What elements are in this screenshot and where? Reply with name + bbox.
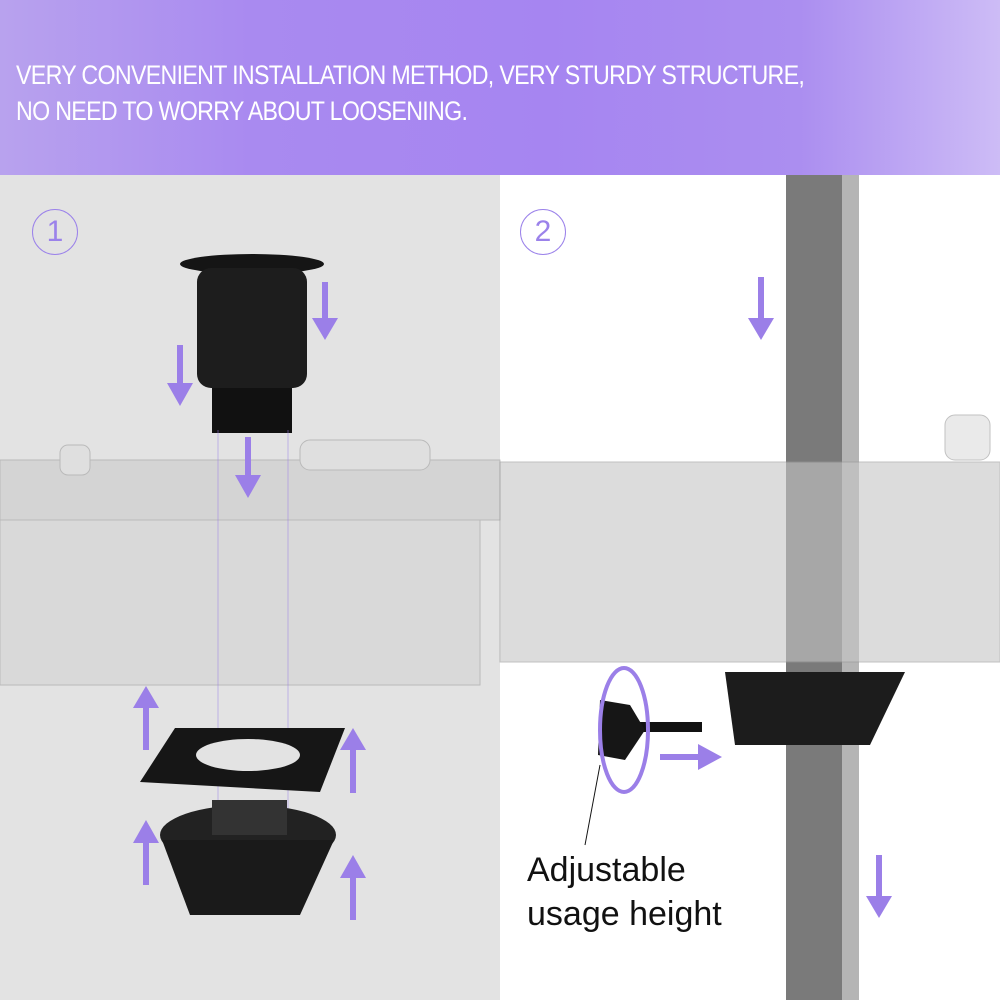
arrow-down-icon (167, 345, 193, 406)
arrow-icons (133, 277, 892, 920)
arrow-up-icon (340, 728, 366, 793)
arrow-down-icon (866, 855, 892, 918)
arrow-down-icon (235, 437, 261, 498)
arrow-up-icon (340, 855, 366, 920)
header-line-2: NO NEED TO WORRY ABOUT LOOSENING. (16, 96, 468, 126)
arrow-up-icon (133, 686, 159, 750)
plug-part (180, 254, 324, 433)
caption-line-2: usage height (527, 895, 722, 933)
arrow-right-icon (660, 744, 722, 770)
step-1-number: 1 (32, 209, 78, 255)
cone-base-part (160, 800, 336, 915)
square-plate-part (140, 728, 345, 792)
arrow-down-icon (312, 282, 338, 340)
caption: Adjustable usage height (527, 848, 722, 936)
step-2-number: 2 (520, 209, 566, 255)
knob-part (598, 666, 702, 794)
cone-bracket-part (725, 672, 905, 745)
caption-line-1: Adjustable (527, 851, 686, 889)
header-line-1: VERY CONVENIENT INSTALLATION METHOD, VER… (16, 60, 805, 90)
rotate-arrow-icon (598, 666, 650, 794)
shelf-right-illustration (499, 414, 1000, 663)
arrow-up-icon (133, 820, 159, 885)
header-banner: VERY CONVENIENT INSTALLATION METHOD, VER… (0, 0, 1000, 175)
arrow-down-icon (748, 277, 774, 340)
